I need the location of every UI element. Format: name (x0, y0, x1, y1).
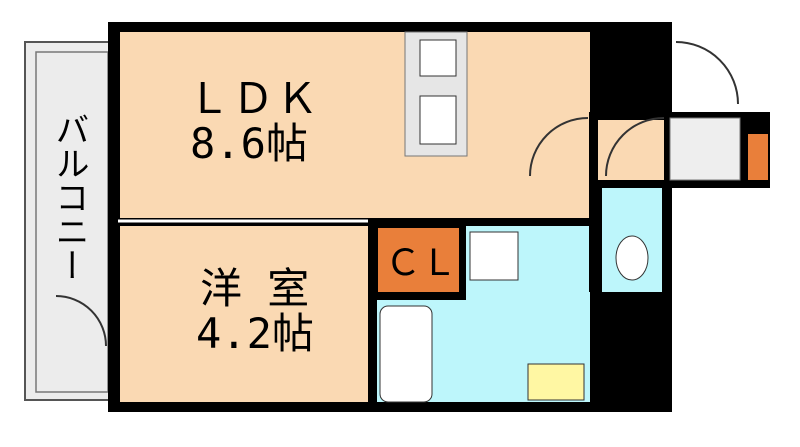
entry-floor (598, 120, 664, 180)
washbasin (527, 363, 585, 401)
bedroom-floor (120, 226, 368, 402)
ldk-name: ＬＤＫ (188, 74, 321, 123)
shoe-cabinet (748, 134, 768, 180)
bedroom-name: 洋 室 (200, 264, 310, 313)
kitchen-counter (404, 31, 468, 157)
bathtub (379, 305, 433, 403)
door-swings (55, 41, 739, 347)
washing-machine (469, 231, 519, 281)
balcony-label: バルコニー (49, 112, 89, 282)
closet-floor (378, 228, 460, 292)
ldk-size: 8.6帖 (190, 119, 308, 168)
interior-walls (369, 112, 595, 404)
bedroom-size: 4.2帖 (196, 309, 314, 358)
ldk-floor (120, 32, 590, 218)
toilet (615, 235, 649, 281)
entrance-hall (669, 117, 741, 181)
balcony (24, 41, 111, 401)
closet-label: ＣＬ (385, 243, 458, 284)
